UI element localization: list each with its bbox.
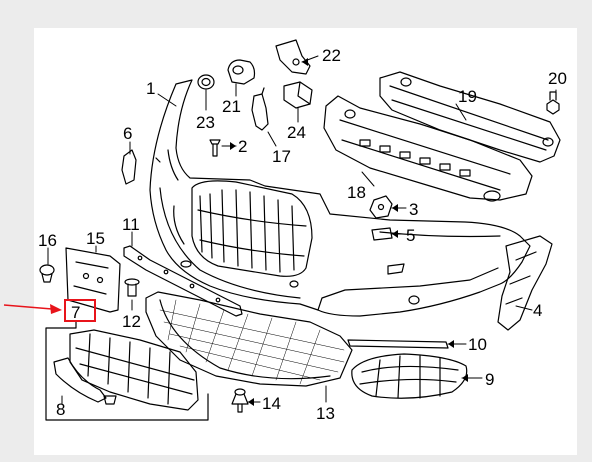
lower-grille-13-part	[145, 291, 353, 387]
pad-5-part	[371, 227, 393, 241]
red-highlight-box	[64, 299, 96, 322]
module-24-part	[283, 81, 313, 109]
callout-7: 7	[71, 303, 80, 322]
callout-22: 22	[322, 46, 341, 65]
callout-20: 20	[548, 69, 567, 88]
lower-grille-13-mesh	[159, 299, 345, 385]
bracket-22-part	[275, 39, 311, 75]
bracket-17-part	[251, 87, 269, 131]
callout-8: 8	[56, 400, 65, 419]
ring-23-part	[197, 74, 215, 90]
reinforcement-bar-part	[379, 71, 561, 163]
screw-16-part	[39, 264, 55, 283]
callout-10: 10	[468, 335, 487, 354]
callout-21: 21	[222, 97, 241, 116]
callout-4: 4	[533, 301, 542, 320]
sensor-21-part	[227, 59, 256, 85]
trim-8-part	[53, 357, 107, 403]
bumper-cover-part	[149, 79, 531, 317]
callout-9: 9	[485, 370, 494, 389]
callout-15: 15	[86, 229, 105, 248]
bracket-3-part	[369, 195, 393, 219]
callout-14: 14	[262, 394, 281, 413]
callout-arrowheads	[230, 58, 468, 406]
energy-absorber-part	[323, 95, 533, 202]
fog-grille-9-part	[351, 353, 468, 399]
callout-18: 18	[347, 183, 366, 202]
group-7-box	[45, 321, 209, 421]
callout-17: 17	[272, 147, 291, 166]
bracket-4-part	[497, 235, 553, 331]
callout-5: 5	[406, 226, 415, 245]
callout-23: 23	[196, 113, 215, 132]
leader-lines	[47, 55, 557, 405]
callout-24: 24	[287, 123, 306, 142]
clip-2-part	[209, 139, 221, 157]
strip-10-part	[347, 339, 449, 349]
callout-12: 12	[122, 312, 141, 331]
lower-grille-7-part	[69, 329, 199, 411]
bracket-6-part	[121, 149, 137, 185]
callout-6: 6	[123, 124, 132, 143]
callout-labels: 1 2 3 4 5 6 7 8 9 10 11 12 13 14 15 16 1…	[38, 46, 567, 423]
callout-1: 1	[146, 79, 155, 98]
clip-12-part	[124, 278, 140, 297]
diagram-panel	[34, 28, 577, 455]
strip-11-part	[123, 245, 243, 317]
callout-19: 19	[458, 87, 477, 106]
callout-3: 3	[409, 200, 418, 219]
callout-13: 13	[316, 404, 335, 423]
highlight-callout-7	[3, 299, 96, 322]
pin-14-part	[231, 388, 249, 413]
callout-16: 16	[38, 231, 57, 250]
red-arrow-line	[3, 304, 53, 310]
callout-11: 11	[122, 215, 140, 234]
callout-2: 2	[238, 137, 247, 156]
red-arrow-head	[50, 304, 62, 314]
clip-near-8-part	[103, 395, 117, 405]
